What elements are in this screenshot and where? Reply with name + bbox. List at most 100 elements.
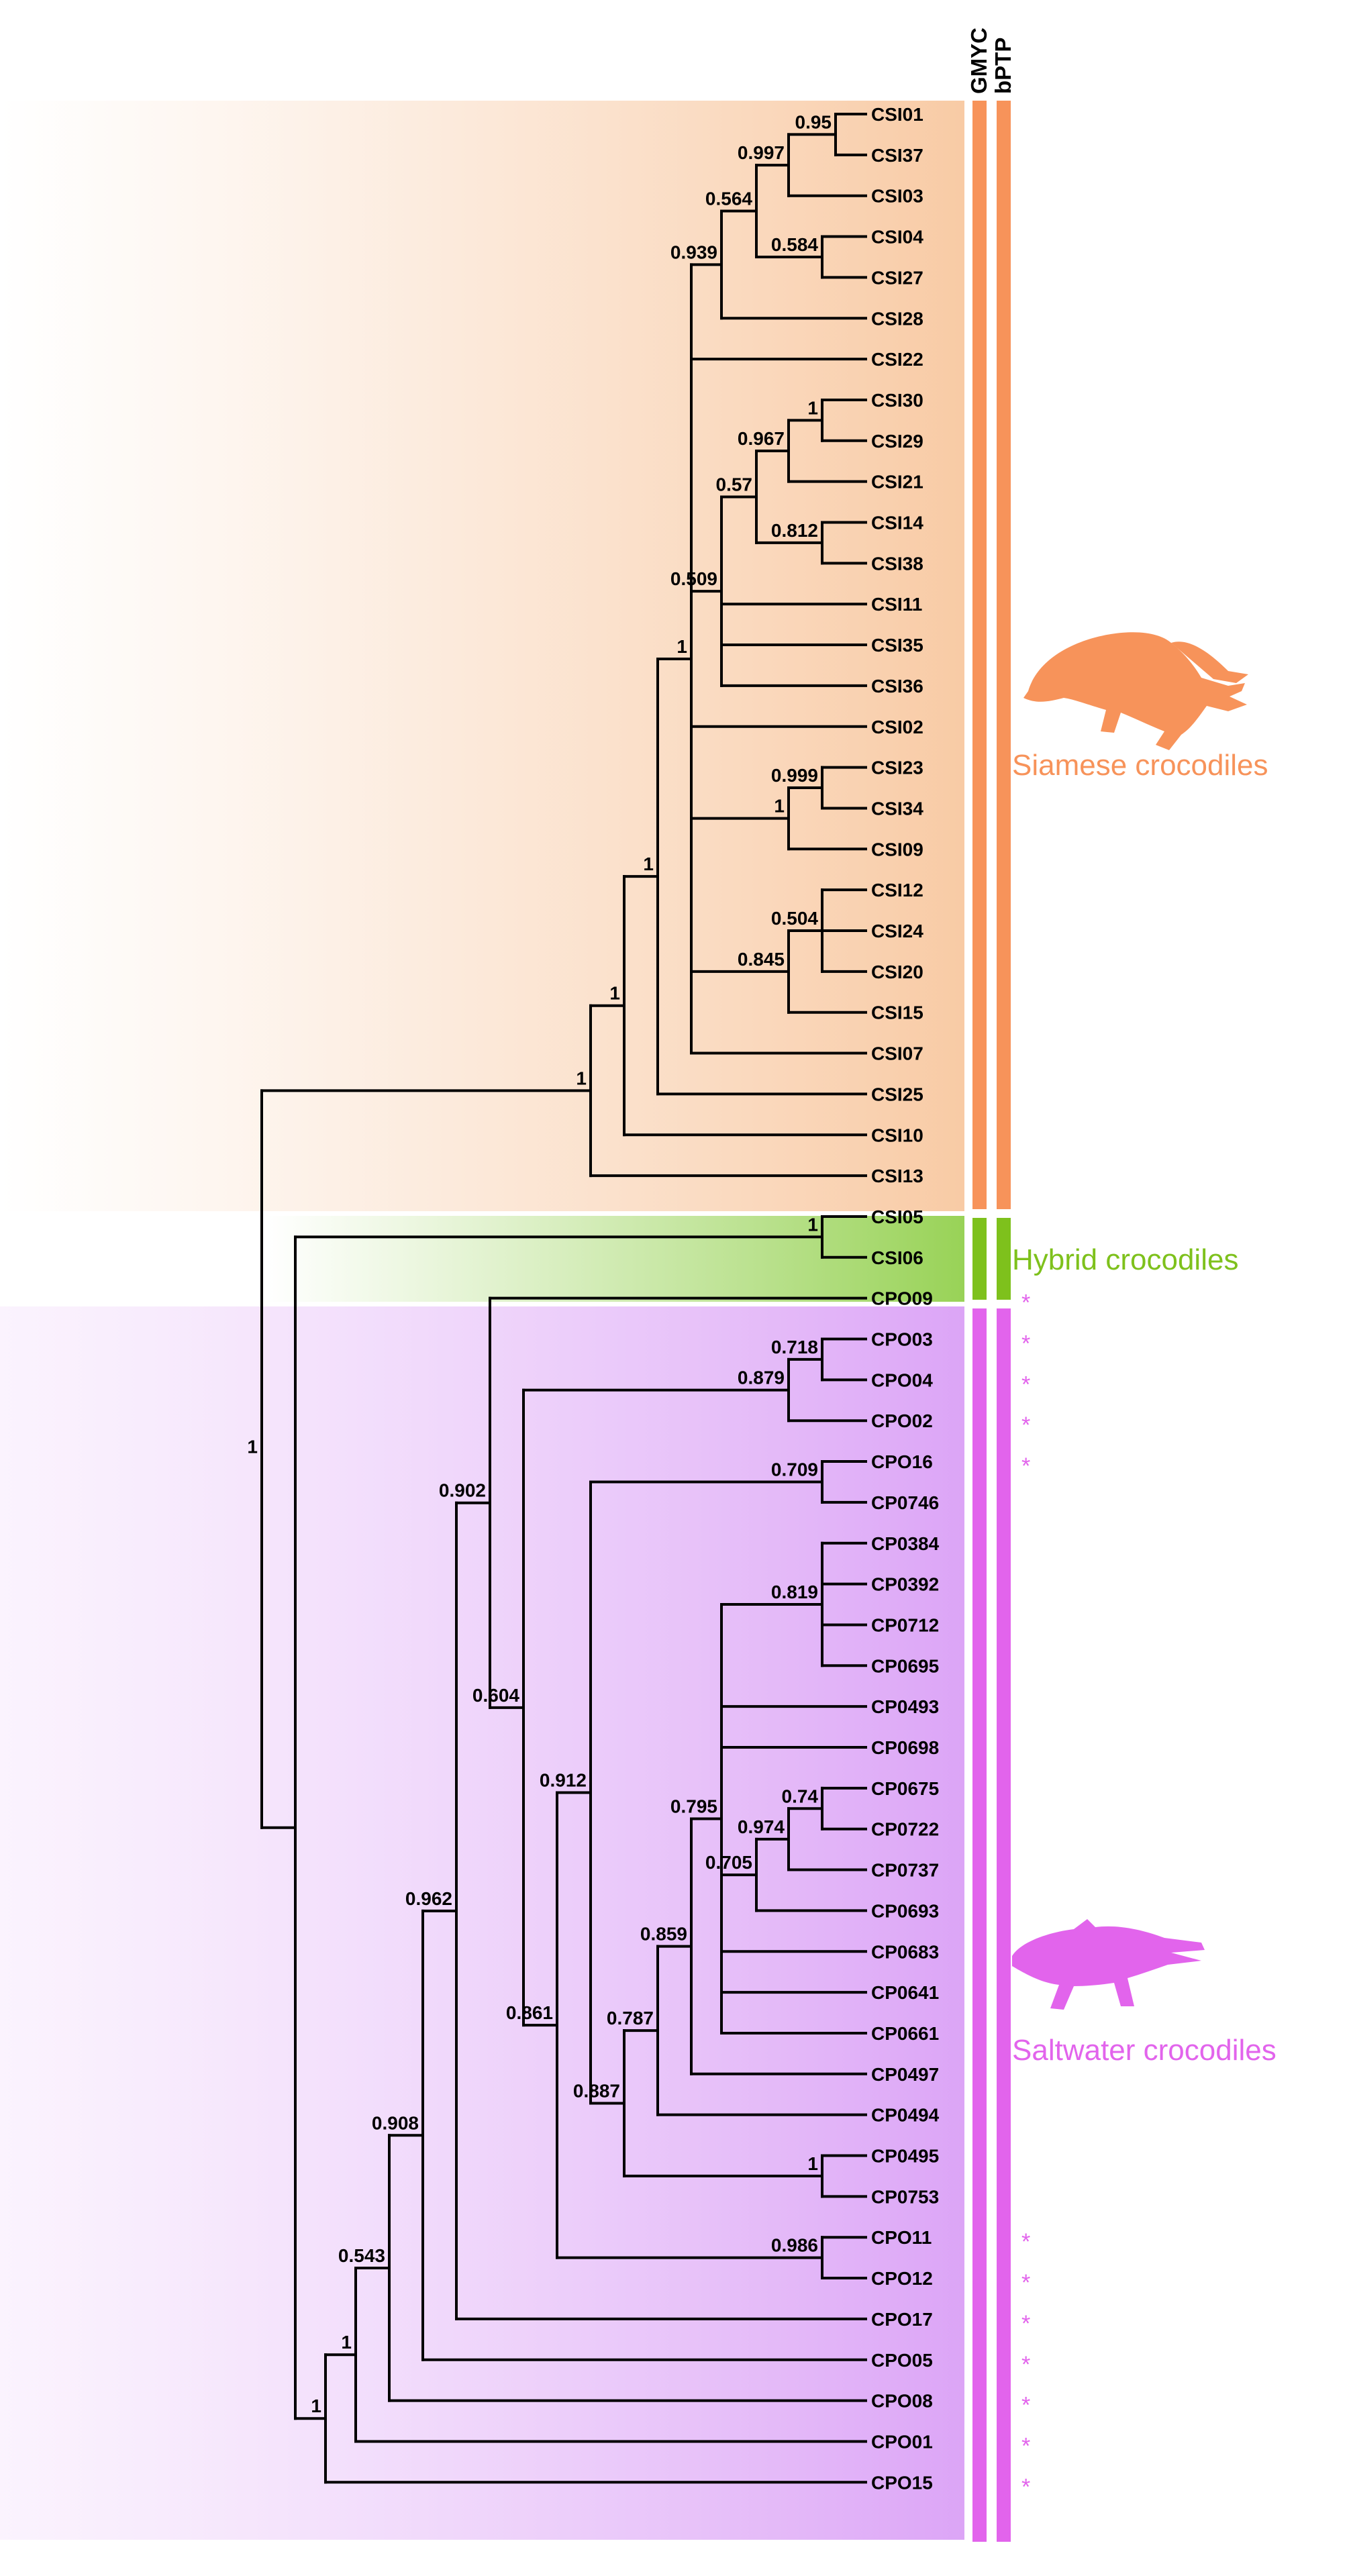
bptp-bar-saltwater — [997, 1308, 1011, 2542]
leaf-label: CSI38 — [871, 553, 923, 574]
support-value: 1 — [311, 2395, 321, 2416]
leaf-label: CP0661 — [871, 2023, 939, 2044]
leaf-label: CSI21 — [871, 472, 923, 493]
leaf-label: CSI05 — [871, 1206, 923, 1227]
support-value: 0.912 — [540, 1770, 587, 1791]
leaf-label: CSI04 — [871, 227, 923, 248]
support-value: 1 — [247, 1437, 258, 1457]
support-value: 1 — [807, 1214, 818, 1235]
leaf-label: CSI25 — [871, 1084, 923, 1104]
leaf-label: CPO11 — [871, 2227, 932, 2248]
asterisk-mark: * — [1021, 2270, 1030, 2296]
support-value: 0.812 — [771, 520, 818, 541]
leaf-label: CPO12 — [871, 2268, 933, 2289]
support-value: 0.861 — [506, 2002, 553, 2023]
asterisk-mark: * — [1021, 1453, 1030, 1479]
asterisk-marks: ************ — [1021, 1290, 1030, 2500]
support-value: 0.997 — [738, 142, 785, 163]
support-value: 0.504 — [771, 908, 818, 929]
leaf-label: CP0737 — [871, 1860, 939, 1881]
leaf-label: CP0698 — [871, 1737, 939, 1758]
leaf-label: CSI02 — [871, 717, 923, 737]
support-value: 1 — [807, 2153, 818, 2174]
leaf-label: CSI13 — [871, 1166, 923, 1186]
leaf-label: CPO04 — [871, 1370, 933, 1390]
support-value: 0.908 — [372, 2112, 419, 2133]
leaf-label: CSI23 — [871, 758, 923, 778]
support-value: 1 — [807, 397, 818, 418]
leaf-label: CSI14 — [871, 513, 923, 533]
support-value: 0.999 — [771, 765, 818, 786]
leaf-label: CP0641 — [871, 1982, 939, 2003]
leaf-label: CSI36 — [871, 676, 923, 697]
tree-layer — [260, 113, 867, 2484]
support-value: 0.939 — [670, 242, 717, 262]
support-value: 0.859 — [640, 1924, 687, 1945]
support-value: 0.509 — [670, 568, 717, 589]
support-values: 0.950.9970.5840.5640.93910.9670.8120.570… — [247, 111, 832, 2416]
leaf-label: CP0384 — [871, 1533, 940, 1554]
leaf-label: CP0712 — [871, 1614, 939, 1635]
support-value: 0.962 — [405, 1888, 452, 1909]
leaf-label: CPO08 — [871, 2391, 933, 2412]
leaf-label: CP0722 — [871, 1819, 939, 1840]
saltwater-crocodiles-label: Saltwater crocodiles — [1012, 2034, 1277, 2067]
leaf-label: CP0693 — [871, 1900, 939, 1921]
support-value: 0.74 — [782, 1786, 819, 1806]
siamese-clade-background — [0, 101, 964, 1211]
leaf-label: CSI07 — [871, 1043, 923, 1064]
leaf-label: CP0695 — [871, 1655, 939, 1676]
support-value: 0.902 — [439, 1480, 486, 1501]
asterisk-mark: * — [1021, 1412, 1030, 1438]
leaf-label: CP0753 — [871, 2186, 939, 2207]
support-value: 0.705 — [705, 1852, 752, 1873]
leaf-label: CSI35 — [871, 635, 923, 656]
siamese-crocodiles-label: Siamese crocodiles — [1012, 749, 1268, 782]
support-value: 0.564 — [705, 189, 752, 209]
leaf-label: CP0493 — [871, 1696, 939, 1717]
asterisk-mark: * — [1021, 2229, 1030, 2255]
leaf-label: CP0495 — [871, 2146, 939, 2167]
asterisk-mark: * — [1021, 2474, 1030, 2500]
gmyc-bar-saltwater — [972, 1308, 987, 2542]
bptp-bar-hybrid — [997, 1218, 1011, 1300]
gmyc-bar-siamese — [972, 101, 987, 1209]
leaf-label: CPO02 — [871, 1410, 933, 1431]
leaf-label: CP0497 — [871, 2064, 939, 2085]
support-value: 0.795 — [670, 1796, 717, 1816]
support-value: 0.819 — [771, 1582, 818, 1602]
support-value: 0.887 — [573, 2081, 620, 2102]
support-value: 0.57 — [716, 474, 753, 495]
bptp-column-header: bPTP — [991, 38, 1015, 94]
leaf-label: CPO15 — [871, 2472, 933, 2493]
leaf-label: CSI10 — [871, 1125, 923, 1145]
support-value: 1 — [774, 796, 785, 817]
support-value: 0.718 — [771, 1337, 818, 1357]
asterisk-mark: * — [1021, 1372, 1030, 1397]
leaf-label: CP0392 — [871, 1574, 939, 1595]
leaf-label: CSI20 — [871, 962, 923, 982]
bptp-bar-siamese — [997, 101, 1011, 1209]
support-value: 1 — [341, 2332, 352, 2353]
leaf-label: CSI37 — [871, 145, 923, 166]
gmyc-bar-hybrid — [972, 1218, 987, 1300]
leaf-label: CP0675 — [871, 1778, 939, 1799]
support-value: 0.95 — [795, 111, 832, 132]
saltwater-clade-background — [0, 1306, 964, 2540]
asterisk-mark: * — [1021, 2352, 1030, 2377]
support-value: 0.709 — [771, 1459, 818, 1480]
leaf-label: CSI28 — [871, 308, 923, 329]
leaf-label: CSI01 — [871, 104, 923, 125]
leaf-label: CPO16 — [871, 1451, 933, 1472]
leaf-label: CPO05 — [871, 2350, 933, 2371]
asterisk-mark: * — [1021, 1290, 1030, 1316]
support-value: 1 — [643, 854, 654, 874]
leaf-label: CSI34 — [871, 798, 923, 819]
support-value: 1 — [677, 636, 687, 657]
leaf-label: CPO01 — [871, 2431, 933, 2452]
asterisk-mark: * — [1021, 1331, 1030, 1357]
leaf-label: CPO03 — [871, 1329, 933, 1350]
leaf-label: CSI22 — [871, 349, 923, 370]
support-value: 0.967 — [738, 428, 785, 449]
